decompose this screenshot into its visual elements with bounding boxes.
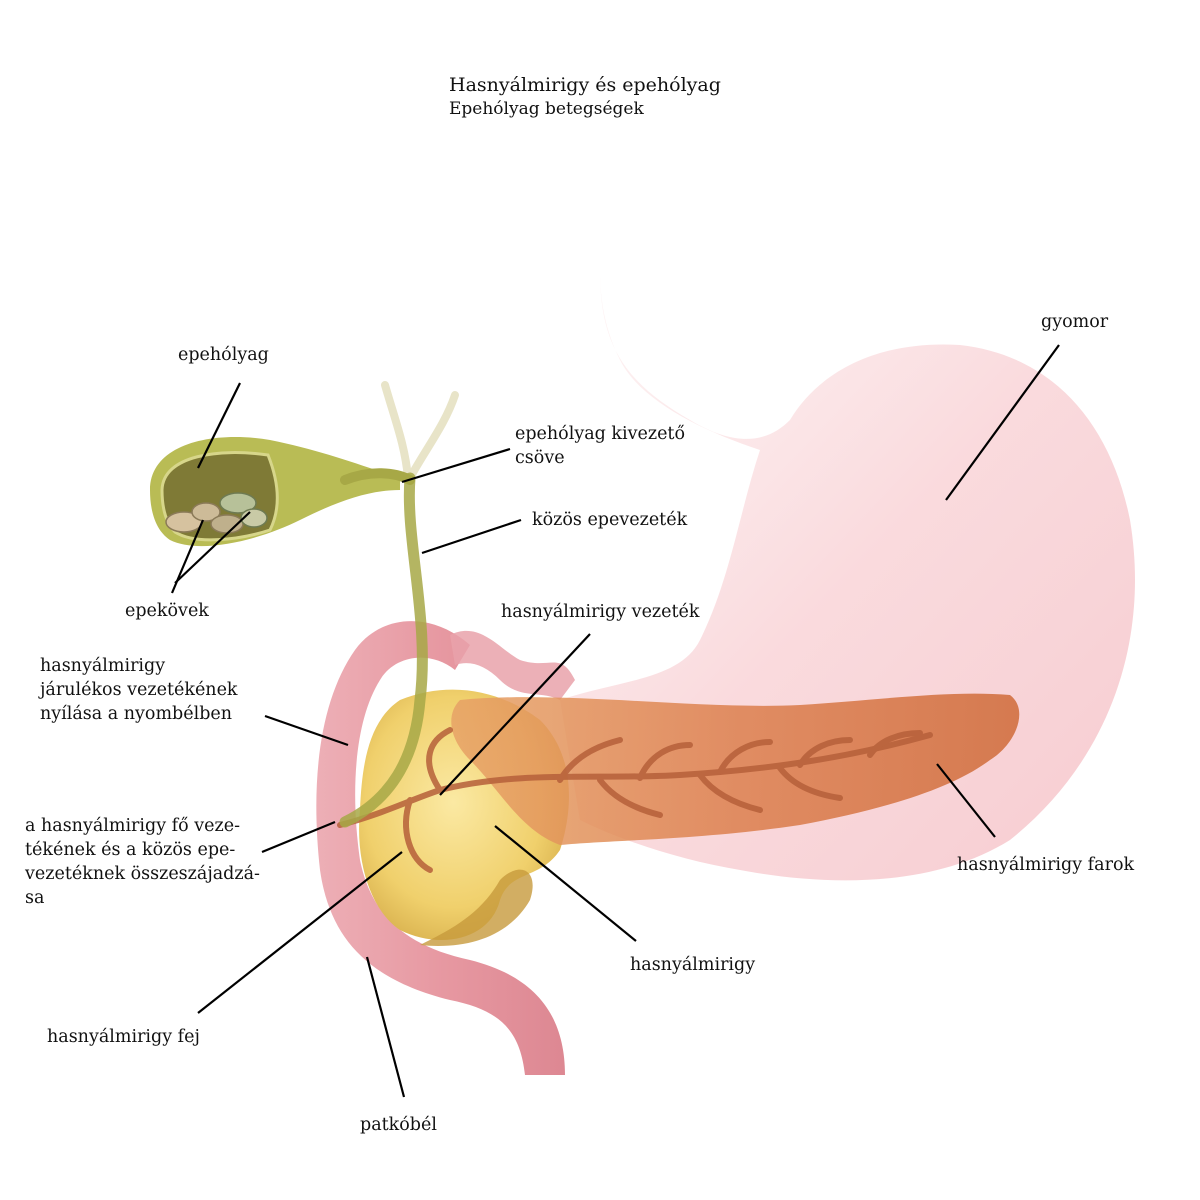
leader-gallstones-2 (174, 511, 251, 584)
leader-stomach (945, 344, 1060, 501)
title-block: Hasnyálmirigy és epehólyag Epehólyag bet… (449, 73, 721, 121)
gallstones (165, 492, 268, 534)
leader-accessory-duct (264, 714, 349, 747)
label-gallbladder: epehólyag (178, 345, 269, 365)
leader-duodenum (365, 956, 406, 1098)
leader-pancreas-tail (936, 763, 996, 838)
label-duodenum: patkóbél (360, 1115, 437, 1135)
label-pancreatic-duct: hasnyálmirigy vezeték (501, 602, 700, 622)
leader-main-duct-junction (261, 820, 336, 854)
label-cystic-duct: epehólyag kivezető csöve (515, 424, 685, 468)
label-common-bile-duct: közös epevezeték (532, 510, 688, 530)
leader-gallbladder (197, 382, 241, 469)
pancreatic-duct (337, 727, 933, 873)
label-stomach: gyomor (1041, 312, 1109, 332)
leader-pancreas (494, 825, 637, 942)
label-pancreas-tail: hasnyálmirigy farok (957, 855, 1135, 875)
page-title: Hasnyálmirigy és epehólyag (449, 74, 721, 96)
leader-cystic-duct (401, 447, 511, 484)
label-pancreas-head: hasnyálmirigy fej (47, 1027, 200, 1047)
label-accessory-duct-opening: hasnyálmirigy járulékos vezetékének nyíl… (40, 656, 238, 724)
leader-common-bile-duct (421, 518, 522, 555)
leader-pancreatic-duct (439, 633, 591, 796)
label-gallstones: epekövek (125, 601, 209, 621)
page-subtitle: Epehólyag betegségek (449, 99, 644, 119)
label-pancreas: hasnyálmirigy (630, 955, 756, 975)
leader-lines (170, 344, 1060, 1098)
leader-pancreas-head (197, 851, 403, 1014)
label-main-duct-junction: a hasnyálmirigy fő veze- tékének és a kö… (25, 816, 260, 908)
bile-duct (339, 381, 459, 828)
